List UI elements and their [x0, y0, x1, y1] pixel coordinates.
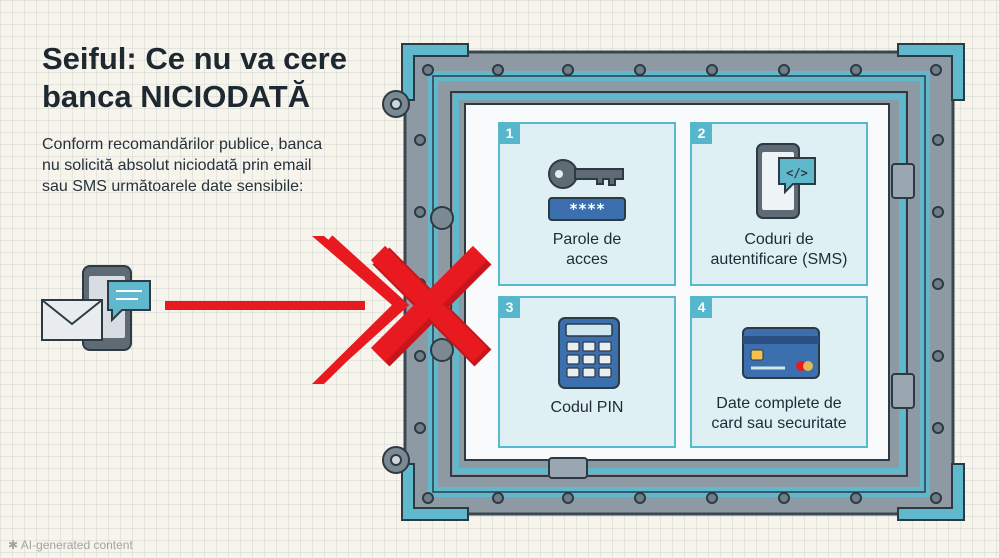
card-pin: 3 Codul PIN — [498, 296, 676, 448]
card-label: Parole de acces — [552, 231, 622, 268]
card-label: Date complete de card sau securitate — [711, 395, 847, 432]
vault-frame — [401, 43, 965, 521]
svg-text:</>: </> — [786, 166, 808, 180]
ai-disclaimer: ✱ AI-generated content — [8, 538, 133, 552]
red-arrow — [165, 235, 410, 384]
phone-code-icon: </> — [756, 143, 816, 219]
key-icon: **** — [548, 159, 626, 221]
card-passwords: 1 **** Parole de acces — [498, 122, 676, 286]
card-label: Codul PIN — [550, 399, 624, 416]
intro-text: Conform recomandărilor publice, banca nu… — [42, 134, 342, 197]
chat-bubble-icon — [107, 280, 151, 323]
vault-bolts — [414, 64, 944, 504]
page-title-line-2: banca NICIODATĂ — [42, 79, 311, 114]
page-title-line-1: Seiful: Ce nu va cere — [42, 41, 347, 76]
intro-line-3: sau SMS următoarele date sensibile: — [42, 178, 304, 195]
card-card-data: 4 Date complete de card sau securitate — [690, 296, 868, 448]
card-number: 3 — [499, 297, 520, 318]
credit-card-icon — [742, 327, 820, 379]
page-title: Seiful: Ce nu va cere banca NICIODATĂ — [42, 40, 382, 116]
card-label: Coduri de autentificare (SMS) — [710, 231, 848, 268]
card-number: 2 — [691, 123, 712, 144]
red-x-icon — [370, 245, 492, 367]
intro-line-1: Conform recomandărilor publice, banca — [42, 136, 323, 153]
intro-line-2: nu solicită absolut niciodată prin email — [42, 157, 312, 174]
password-mask: **** — [569, 200, 605, 218]
gear-icon — [382, 90, 454, 474]
card-number: 4 — [691, 297, 712, 318]
card-auth-codes: 2 </> Coduri de autentificare (SMS) — [690, 122, 868, 286]
vault-hinges — [548, 163, 915, 479]
calculator-keypad-icon — [558, 317, 620, 389]
card-number: 1 — [499, 123, 520, 144]
envelope-icon — [41, 299, 103, 341]
